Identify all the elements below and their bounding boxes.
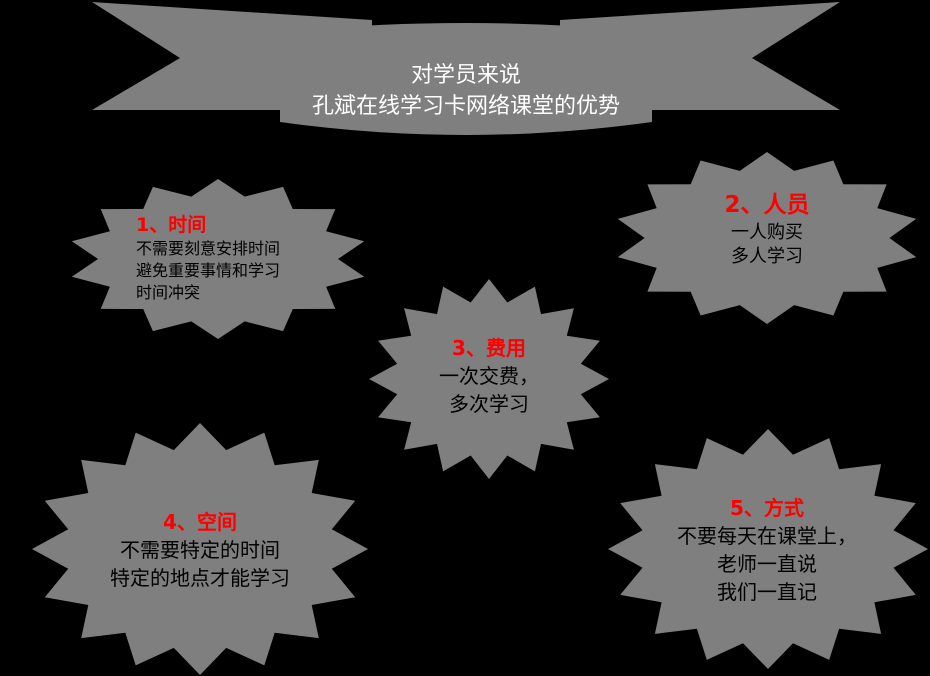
card-space-line-2: 特定的地点才能学习 xyxy=(110,566,290,590)
card-people-line-2: 多人学习 xyxy=(731,246,803,267)
card-cost: 3、费用 一次交费， 多次学习 xyxy=(409,334,569,418)
card-time-title: 1、时间 xyxy=(136,214,207,236)
banner-title-line-1: 对学员来说 xyxy=(410,63,521,88)
card-cost-line-2: 多次学习 xyxy=(449,392,529,416)
card-people-line-1: 一人购买 xyxy=(731,222,803,243)
card-space-title: 4、空间 xyxy=(163,510,237,534)
card-time-line-1: 不需要刻意安排时间 xyxy=(136,239,281,258)
starburst-people xyxy=(617,152,917,324)
card-method-line-2: 老师一直说 xyxy=(717,552,817,576)
card-time-line-3: 时间冲突 xyxy=(136,283,201,302)
banner-title: 对学员来说 孔斌在线学习卡网络课堂的优势 xyxy=(280,60,652,122)
card-method-title: 5、方式 xyxy=(730,496,804,520)
card-cost-line-1: 一次交费， xyxy=(439,364,539,388)
starburst-cost xyxy=(369,279,609,479)
card-cost-title: 3、费用 xyxy=(452,336,526,360)
card-people: 2、人员 一人购买 多人学习 xyxy=(692,190,842,269)
card-space-line-1: 不需要特定的时间 xyxy=(120,538,280,562)
card-space: 4、空间 不需要特定的时间 特定的地点才能学习 xyxy=(75,508,325,592)
starburst-space xyxy=(32,423,368,675)
card-time-line-2: 避免重要事情和学习 xyxy=(136,261,281,280)
card-time: 1、时间 不需要刻意安排时间 避免重要事情和学习 时间冲突 xyxy=(136,212,280,304)
card-method-line-3: 我们一直记 xyxy=(717,580,817,604)
banner-title-line-2: 孔斌在线学习卡网络课堂的优势 xyxy=(311,94,620,119)
ribbon-center-panel xyxy=(280,23,652,135)
starburst-time xyxy=(71,179,365,339)
card-people-title: 2、人员 xyxy=(724,192,810,218)
starburst-method xyxy=(608,429,928,669)
card-method-line-1: 不要每天在课堂上， xyxy=(677,524,857,548)
ribbon-banner xyxy=(92,2,840,135)
card-method: 5、方式 不要每天在课堂上， 老师一直说 我们一直记 xyxy=(650,494,884,606)
